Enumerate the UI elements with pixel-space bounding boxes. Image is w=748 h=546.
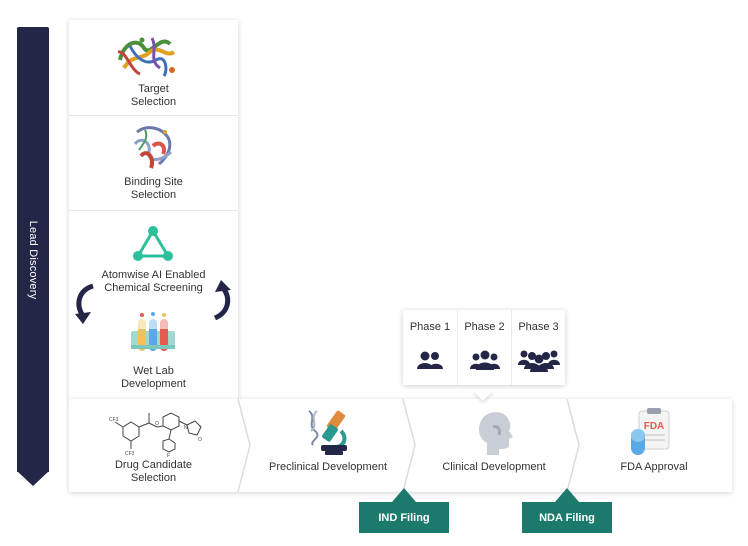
ai-network-icon <box>133 226 173 261</box>
cycle-arrow-left-icon <box>75 283 94 324</box>
human-head-icon <box>479 412 513 455</box>
stage-dividers <box>237 399 580 492</box>
group-people-icon <box>518 350 560 372</box>
svg-text:O: O <box>155 421 159 427</box>
phase-2: Phase 2 <box>457 310 511 385</box>
stage-label: FDA Approval <box>620 461 688 473</box>
three-people-icon <box>470 350 500 370</box>
stage-label: Clinical Development <box>442 461 546 473</box>
svg-text:O: O <box>198 437 202 443</box>
svg-text:CF3: CF3 <box>109 417 119 423</box>
two-people-icon <box>417 351 443 369</box>
phase-1: Phase 1 <box>403 310 457 385</box>
phase-label: Phase 1 <box>409 321 451 333</box>
lead-discovery-label: Lead Discovery <box>27 220 39 300</box>
lead-discovery-arrow-tip <box>17 471 49 486</box>
nda-filing-pointer <box>555 488 579 502</box>
cycle-arrow-right-icon <box>213 280 231 321</box>
svg-text:F: F <box>167 453 170 457</box>
molecule-structure-icon: CF3 CF3 O F O N <box>109 412 202 457</box>
test-tubes-icon <box>131 312 175 351</box>
phase-label: Phase 3 <box>518 321 559 333</box>
svg-text:N: N <box>184 425 188 431</box>
lead-discovery-bar <box>17 27 49 472</box>
ind-filing-badge: IND Filing <box>359 502 449 533</box>
binding-site-icon <box>133 126 173 169</box>
nda-filing-badge: NDA Filing <box>522 502 612 533</box>
fda-clipboard-icon: FDA <box>631 408 670 455</box>
protein-structure-icon <box>117 37 176 77</box>
svg-text:CF3: CF3 <box>125 451 135 457</box>
clinical-phases-popup: Phase 1 Phase 2 Phase 3 <box>403 310 565 385</box>
microscope-icon <box>308 410 347 455</box>
phase-label: Phase 2 <box>464 321 505 333</box>
ind-filing-pointer <box>392 488 416 502</box>
stage-label: Preclinical Development <box>269 461 387 473</box>
phase-3: Phase 3 <box>511 310 565 385</box>
svg-text:FDA: FDA <box>644 421 665 432</box>
